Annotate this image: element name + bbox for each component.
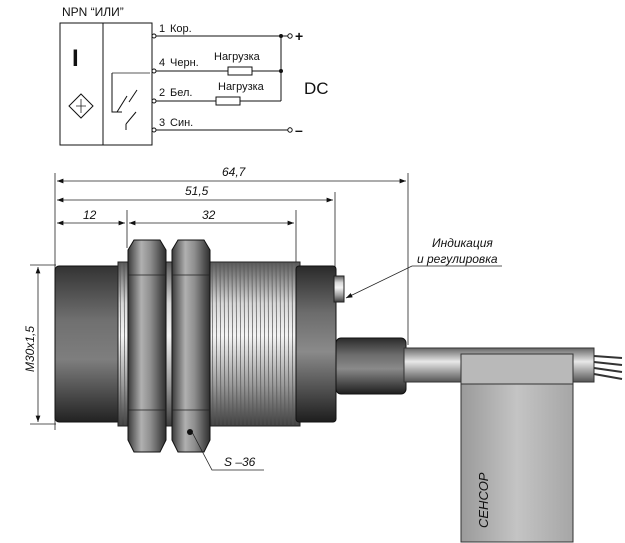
wiring-schematic: NPN “ИЛИ” I 1 Кор. 4 Черн. Нагрузка: [59, 5, 329, 146]
schematic-title: NPN “ИЛИ”: [62, 5, 124, 19]
wire-2-num: 2: [159, 87, 165, 99]
rear-housing: [295, 265, 337, 423]
load-resistor-1: [227, 66, 253, 76]
dim-front: 12: [83, 208, 97, 222]
wire-2-name: Бел.: [170, 87, 192, 99]
switch-symbol-icon: [111, 72, 150, 125]
wire-4-name: Черн.: [170, 57, 199, 69]
load-label-1: Нагрузка: [214, 51, 261, 63]
dim-overall: 64,7: [222, 165, 247, 179]
load-label-2: Нагрузка: [218, 81, 265, 93]
supply-type: DC: [304, 79, 329, 98]
minus-terminal: –: [295, 122, 303, 138]
inductive-sensor-icon: [68, 93, 94, 119]
wire-4-num: 4: [159, 57, 165, 69]
wire-3-num: 3: [159, 117, 165, 129]
dim-body: 51,5: [185, 184, 209, 198]
dim-thread-length: 32: [202, 208, 216, 222]
load-resistor-2: [215, 96, 241, 106]
cable-wires: [593, 355, 623, 380]
callout-leader: [345, 265, 502, 299]
lock-nut-1: [127, 239, 167, 453]
wire-1-num: 1: [159, 23, 165, 35]
sensor-block: [59, 22, 153, 146]
wire-1-name: Кор.: [170, 23, 192, 35]
thread-lines: [119, 262, 298, 426]
wire-3-name: Син.: [170, 117, 193, 129]
lock-nut-2: [171, 239, 211, 453]
callout-indication: Индикация: [432, 236, 493, 250]
label-tag: [460, 353, 574, 543]
callout-adjustment: и регулировка: [417, 252, 498, 266]
mechanical-drawing: 64,7 51,5 12 32 M30x1,5 СЕНСО: [23, 165, 623, 543]
sensor-mark: I: [72, 45, 79, 72]
tag-text: СЕНСОР: [476, 472, 491, 528]
plus-terminal: +: [295, 28, 303, 44]
nut-leader: [191, 431, 264, 471]
cable-gland: [335, 337, 407, 395]
indicator-led: [333, 275, 345, 303]
dim-nut: S –36: [224, 455, 256, 469]
dim-thread: M30x1,5: [23, 326, 37, 372]
